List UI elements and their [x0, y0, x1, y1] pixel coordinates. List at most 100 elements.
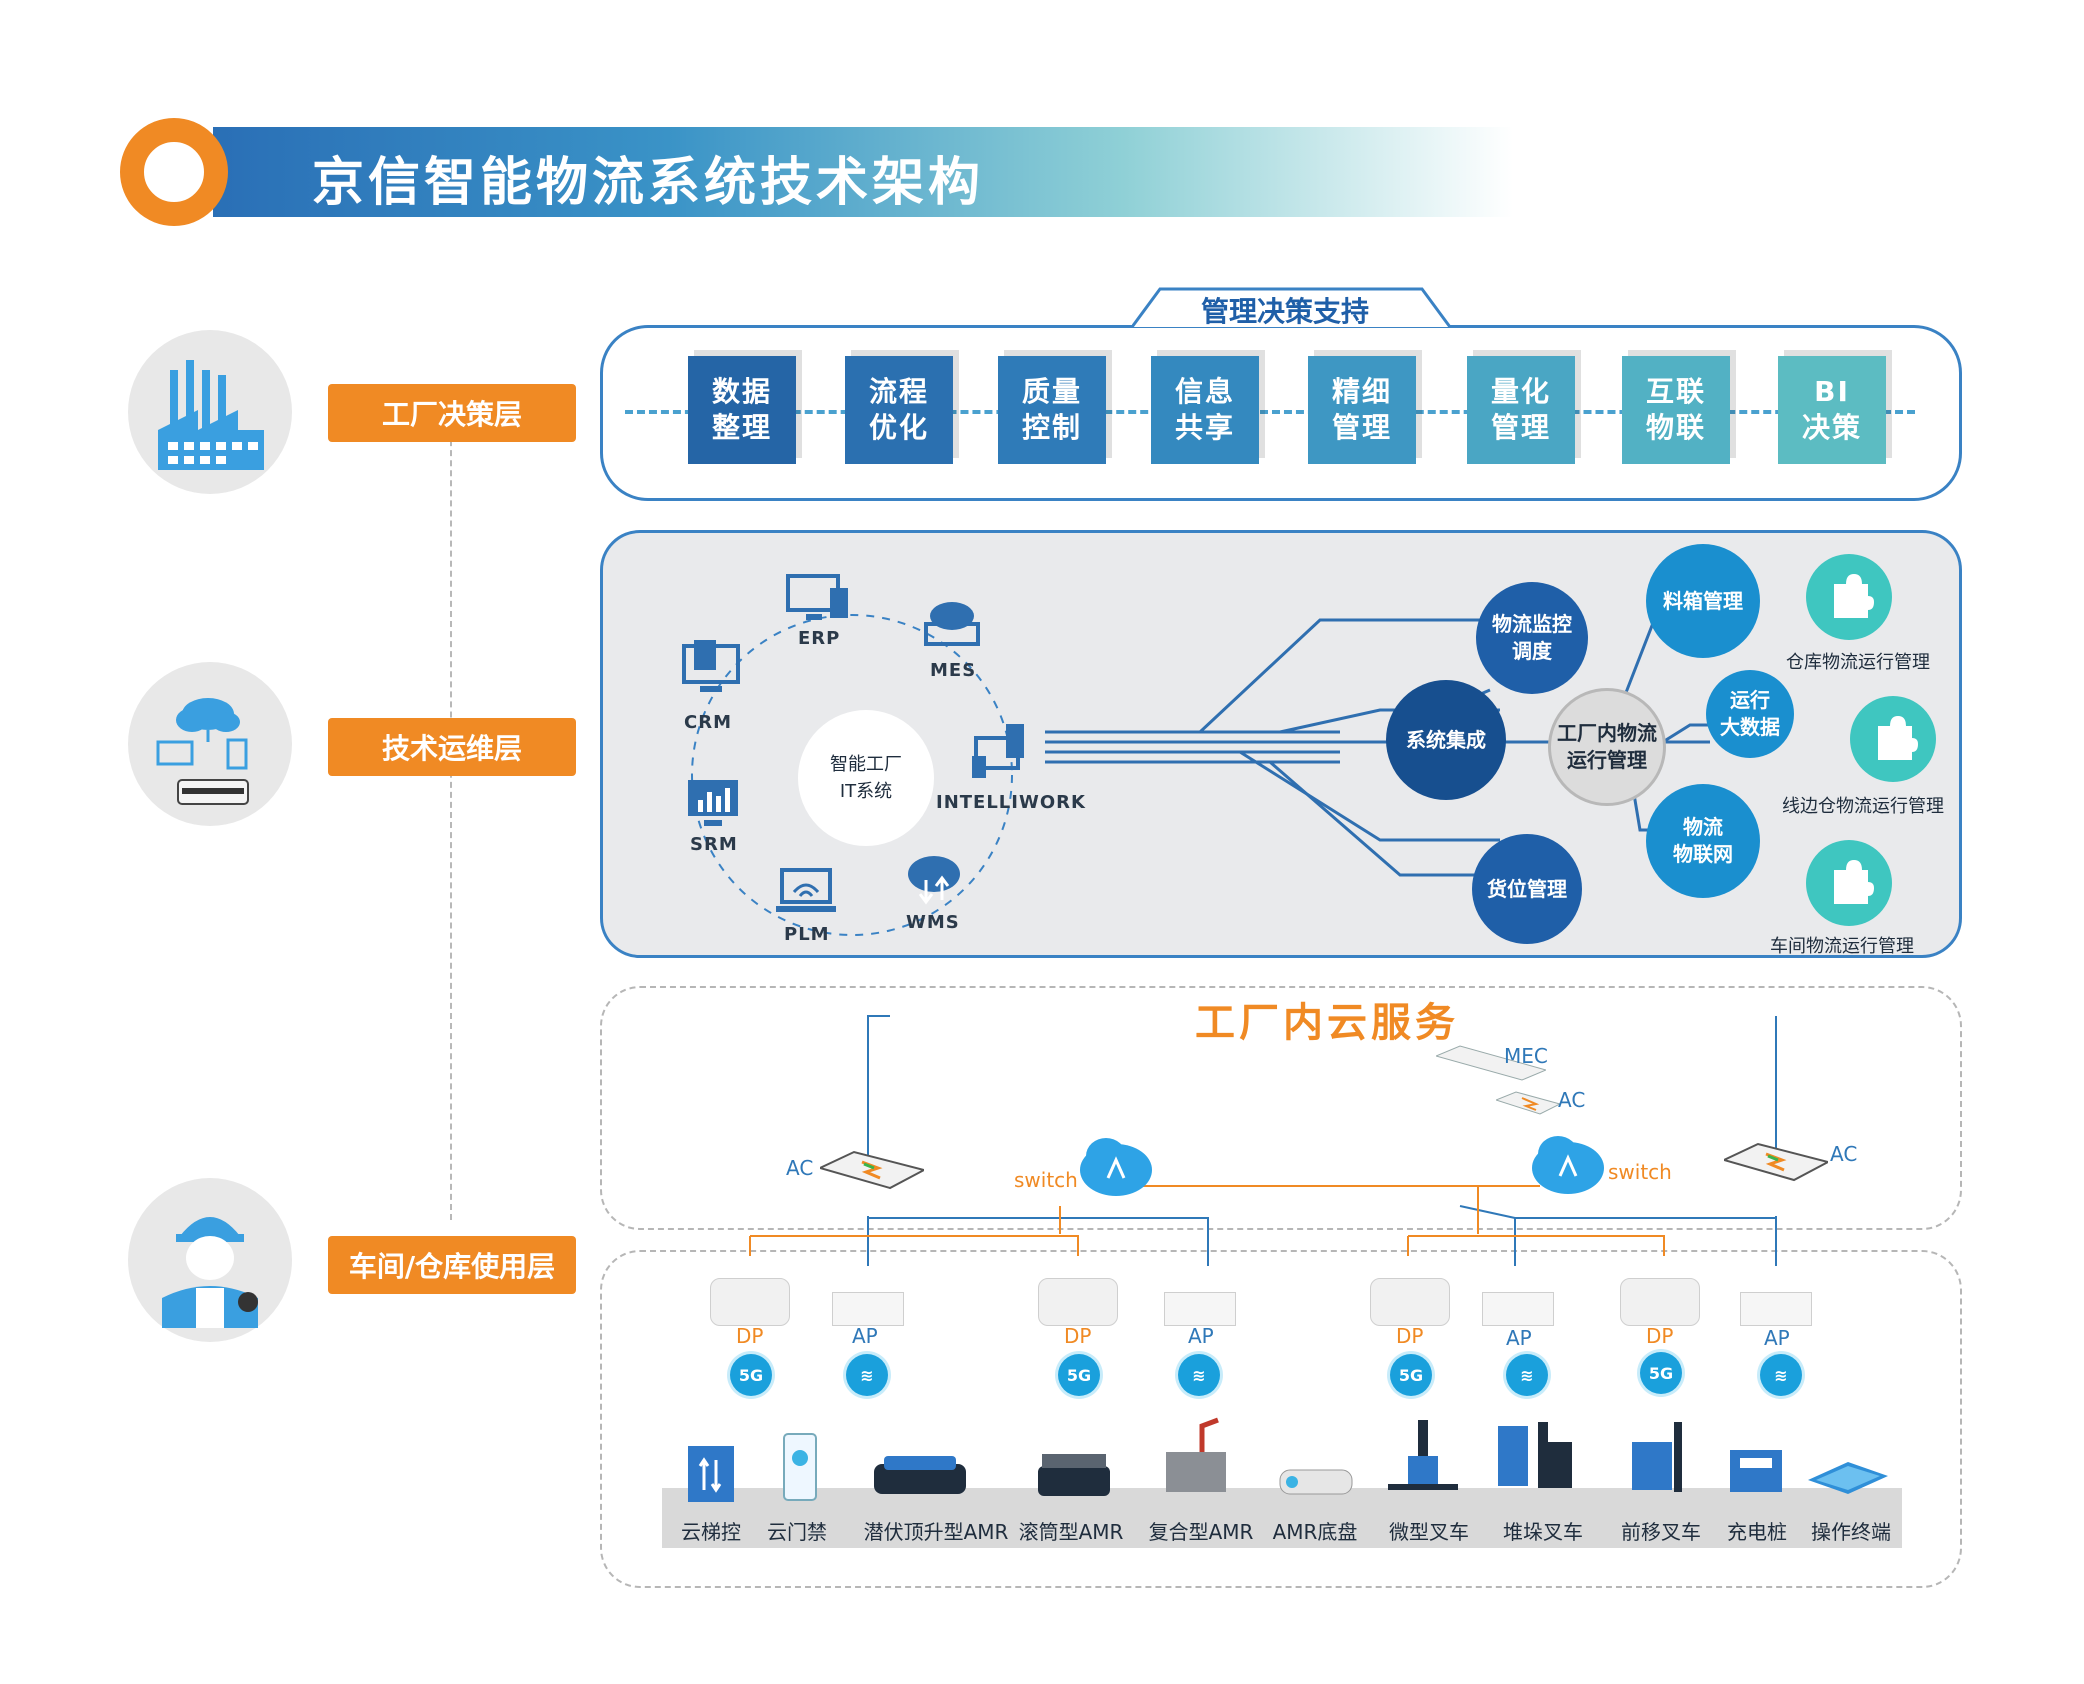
dp-label: DP — [1064, 1324, 1092, 1348]
dp-device — [1370, 1278, 1450, 1326]
ac-label-left: AC — [786, 1156, 814, 1180]
puzzle-icon — [1806, 554, 1892, 640]
dp-device — [1620, 1278, 1700, 1326]
layer-label-tech: 技术运维层 — [328, 718, 576, 776]
device-label: 云梯控 — [681, 1520, 741, 1544]
bubble-integration: 系统集成 — [1386, 680, 1506, 800]
crm-label: CRM — [684, 712, 732, 733]
device-label: 堆垛叉车 — [1503, 1520, 1583, 1544]
device-label: 充电桩 — [1727, 1520, 1787, 1544]
switch-cloud-icon — [1528, 1128, 1608, 1204]
ap-device — [1482, 1292, 1554, 1326]
crm-icon — [680, 638, 744, 702]
bubble-bigdata: 运行大数据 — [1706, 670, 1794, 758]
operation-terminal-icon — [1808, 1458, 1888, 1502]
decision-item-6: 互联物联 — [1622, 356, 1730, 464]
wms-label: WMS — [906, 912, 960, 933]
amr-lift-icon — [870, 1452, 970, 1506]
mec-label: MEC — [1504, 1044, 1548, 1068]
device-label: 滚筒型AMR — [1018, 1520, 1124, 1544]
amr-roller-icon — [1034, 1452, 1114, 1506]
wifi-icon: ≋ — [1760, 1354, 1802, 1396]
bubble-location: 货位管理 — [1472, 834, 1582, 944]
ap-device — [1740, 1292, 1812, 1326]
switch-label-left: switch — [1014, 1168, 1078, 1192]
cloud-devices-icon — [128, 662, 292, 826]
page-title: 京信智能物流系统技术架构 — [312, 153, 985, 213]
access-control-icon — [780, 1432, 820, 1508]
decision-item-0: 数据整理 — [688, 356, 796, 464]
ac-device-icon — [1494, 1090, 1562, 1122]
bubble-bin: 料箱管理 — [1646, 544, 1760, 658]
decision-item-1: 流程优化 — [845, 356, 953, 464]
stacker-forklift-icon — [1488, 1412, 1578, 1500]
amr-chassis-icon — [1276, 1462, 1356, 1502]
device-shelf — [662, 1488, 1902, 1548]
puzzle-label-lineside: 线边仓物流运行管理 — [1782, 796, 1944, 817]
dp-device — [710, 1278, 790, 1326]
bubble-iot: 物流物联网 — [1646, 784, 1760, 898]
intelliwork-icon — [972, 722, 1036, 786]
bubble-monitor: 物流监控调度 — [1476, 582, 1588, 694]
wifi-icon: ≋ — [1506, 1354, 1548, 1396]
amr-composite-icon — [1162, 1416, 1232, 1500]
elevator-control-icon — [684, 1440, 740, 1510]
decision-item-3: 信息共享 — [1151, 356, 1259, 464]
plm-icon — [776, 866, 840, 922]
srm-icon — [686, 778, 742, 834]
decision-dash-line — [625, 410, 1915, 414]
ap-label: AP — [1188, 1324, 1214, 1348]
ac-label-top: AC — [1558, 1088, 1586, 1112]
decision-item-4: 精细管理 — [1308, 356, 1416, 464]
switch-cloud-icon — [1076, 1130, 1156, 1206]
erp-icon — [786, 574, 850, 630]
badge-5g: 5G — [730, 1354, 772, 1396]
device-label: 潜伏顶升型AMR — [863, 1520, 1009, 1544]
badge-5g: 5G — [1640, 1352, 1682, 1394]
wifi-icon: ≋ — [1178, 1354, 1220, 1396]
ap-label: AP — [1506, 1326, 1532, 1350]
ap-device — [832, 1292, 904, 1326]
dp-label: DP — [1396, 1324, 1424, 1348]
puzzle-icon — [1850, 696, 1936, 782]
decision-item-2: 质量控制 — [998, 356, 1106, 464]
cloud-title: 工厂内云服务 — [1182, 990, 1472, 1050]
charging-pile-icon — [1726, 1446, 1786, 1500]
cloud-panel — [600, 986, 1962, 1230]
ac-device-icon — [1721, 1140, 1831, 1188]
device-label: 操作终端 — [1811, 1520, 1891, 1544]
worker-icon — [128, 1178, 292, 1342]
title-banner — [213, 127, 1513, 217]
factory-icon — [128, 330, 292, 494]
wifi-icon: ≋ — [846, 1354, 888, 1396]
device-label: 云门禁 — [767, 1520, 827, 1544]
decision-panel-title: 管理决策支持 — [1200, 295, 1369, 328]
dp-device — [1038, 1278, 1118, 1326]
layer-label-usage: 车间/仓库使用层 — [328, 1236, 576, 1294]
ap-device — [1164, 1292, 1236, 1326]
mes-icon — [920, 596, 984, 656]
device-label: 前移叉车 — [1621, 1520, 1701, 1544]
layer-connector — [450, 420, 452, 1220]
badge-5g: 5G — [1058, 1354, 1100, 1396]
ac-label-right: AC — [1830, 1142, 1858, 1166]
dp-label: DP — [1646, 1324, 1674, 1348]
puzzle-label-warehouse: 仓库物流运行管理 — [1786, 652, 1930, 673]
reach-forklift-icon — [1622, 1418, 1702, 1500]
mini-forklift-icon — [1388, 1416, 1458, 1500]
bubble-core: 工厂内物流运行管理 — [1548, 688, 1666, 806]
decision-panel-tab — [1132, 287, 1452, 327]
srm-label: SRM — [690, 834, 738, 855]
device-label: 微型叉车 — [1389, 1520, 1469, 1544]
dp-label: DP — [736, 1324, 764, 1348]
network-lines — [749, 1015, 1777, 1266]
switch-label-right: switch — [1608, 1160, 1672, 1184]
badge-5g: 5G — [1390, 1354, 1432, 1396]
devices-panel — [600, 1250, 1962, 1588]
intelliwork-label: INTELLIWORK — [936, 792, 1086, 813]
device-label: 复合型AMR — [1148, 1520, 1254, 1544]
erp-label: ERP — [798, 628, 841, 649]
puzzle-label-workshop: 车间物流运行管理 — [1770, 936, 1914, 957]
ap-label: AP — [1764, 1326, 1790, 1350]
